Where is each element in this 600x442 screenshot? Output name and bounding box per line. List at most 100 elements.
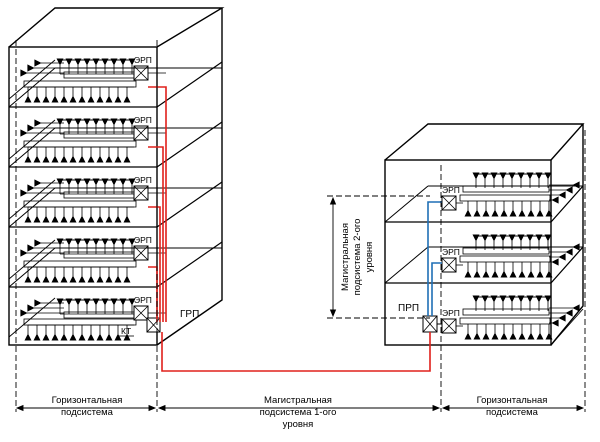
- outlet-triangle-icon: [24, 155, 32, 163]
- outlet-triangle-icon: [558, 314, 566, 322]
- floor-panel-label: ЭРП: [442, 247, 460, 257]
- outlet-triangle-icon: [526, 295, 534, 303]
- outlet-triangle-icon: [119, 118, 127, 126]
- outlet-triangle-icon: [65, 58, 73, 66]
- outlet-triangle-icon: [42, 275, 50, 283]
- outlet-triangle-icon: [27, 64, 35, 72]
- outlet-triangle-icon: [101, 58, 109, 66]
- outlet-triangle-icon: [20, 129, 28, 137]
- outlet-triangle-icon: [572, 304, 580, 312]
- outlet-triangle-icon: [128, 178, 136, 186]
- outlet-triangle-icon: [491, 332, 499, 340]
- floor-divider-inner: [8, 247, 56, 288]
- outlet-triangle-icon: [490, 172, 498, 180]
- outlet-triangle-icon: [34, 179, 42, 187]
- outlet-triangle-icon: [119, 178, 127, 186]
- outlet-triangle-icon: [65, 238, 73, 246]
- outlet-triangle-icon: [123, 215, 131, 223]
- outlet-triangle-icon: [56, 238, 64, 246]
- outlet-triangle-icon: [481, 234, 489, 242]
- outlet-triangle-icon: [42, 155, 50, 163]
- outlet-triangle-icon: [518, 270, 526, 278]
- outlet-triangle-icon: [24, 333, 32, 341]
- outlet-triangle-icon: [92, 178, 100, 186]
- floor-perspective: [8, 297, 56, 338]
- subsystem-guides: [15, 40, 586, 412]
- outlet-triangle-icon: [472, 172, 480, 180]
- outlet-triangle-icon: [110, 118, 118, 126]
- outlet-triangle-icon: [464, 332, 472, 340]
- outlet-triangle-icon: [33, 333, 41, 341]
- outlet-triangle-icon: [558, 191, 566, 199]
- outlet-triangle-icon: [51, 215, 59, 223]
- connector-group: КТ: [118, 317, 161, 337]
- caption-line: Магистральная: [340, 223, 351, 291]
- main-panel-label: ГРП: [180, 309, 199, 320]
- cross-connect-diagonal: [133, 305, 149, 321]
- cable-tray: [63, 71, 135, 79]
- outlet-triangle-icon: [114, 95, 122, 103]
- floor-perspective: [8, 179, 56, 220]
- outlet-triangle-icon: [101, 238, 109, 246]
- backbone-cable-red: [148, 146, 164, 322]
- backbone-cable-red: [148, 206, 161, 322]
- outlet-triangle-icon: [473, 270, 481, 278]
- cable-tray: [63, 191, 135, 199]
- cable-tray: [459, 194, 551, 202]
- outlet-triangle-icon: [527, 332, 535, 340]
- caption-line: Магистральная: [264, 395, 332, 406]
- outlet-triangle-icon: [20, 249, 28, 257]
- outlet-triangle-icon: [558, 253, 566, 261]
- outlet-triangle-icon: [490, 295, 498, 303]
- outlet-triangle-icon: [551, 319, 559, 327]
- cable-tray: [23, 80, 137, 88]
- outlet-triangle-icon: [27, 184, 35, 192]
- outlet-triangle-icon: [42, 215, 50, 223]
- outlet-triangle-icon: [96, 155, 104, 163]
- outlet-triangle-icon: [56, 118, 64, 126]
- outlet-triangle-icon: [87, 333, 95, 341]
- outlet-triangle-icon: [60, 333, 68, 341]
- outlet-triangle-icon: [491, 209, 499, 217]
- outlet-triangle-icon: [123, 275, 131, 283]
- cable-tray: [63, 251, 135, 259]
- outlet-triangle-icon: [545, 270, 553, 278]
- floor-panel-label: ЭРП: [134, 115, 152, 125]
- outlet-triangle-icon: [56, 178, 64, 186]
- outlet-triangle-icon: [536, 332, 544, 340]
- outlet-triangle-icon: [482, 209, 490, 217]
- outlet-triangle-icon: [24, 275, 32, 283]
- outlet-triangle-icon: [92, 58, 100, 66]
- floor-divider-inner: [384, 246, 429, 284]
- floor-divider-side: [156, 121, 223, 168]
- outlet-triangle-icon: [544, 172, 552, 180]
- outlet-triangle-icon: [78, 333, 86, 341]
- outlet-triangle-icon: [500, 209, 508, 217]
- floor-divider-side: [550, 185, 584, 223]
- outlet-triangle-icon: [114, 155, 122, 163]
- cross-connect-diagonal: [146, 317, 161, 333]
- outlet-triangle-icon: [517, 295, 525, 303]
- outlet-triangle-icon: [69, 333, 77, 341]
- left-floor: ЭРП: [8, 121, 223, 223]
- cable-tray: [459, 317, 551, 325]
- outlet-triangle-icon: [105, 95, 113, 103]
- floor-perspective: [8, 119, 56, 160]
- cable-tray: [23, 200, 137, 208]
- outlet-triangle-icon: [473, 332, 481, 340]
- outlet-triangle-icon: [60, 215, 68, 223]
- outlet-triangle-icon: [92, 118, 100, 126]
- outlet-triangle-icon: [500, 332, 508, 340]
- outlet-triangle-icon: [481, 172, 489, 180]
- outlet-triangle-icon: [491, 270, 499, 278]
- caption-line: Горизонтальная: [477, 395, 548, 406]
- outlet-triangle-icon: [114, 333, 122, 341]
- caption-line: подсистема 2-ого: [352, 219, 363, 296]
- caption-line: Горизонтальная: [52, 395, 123, 406]
- outlet-triangle-icon: [565, 248, 573, 256]
- outlet-triangle-icon: [535, 172, 543, 180]
- floor-divider-inner: [384, 185, 429, 223]
- caption-line: уровня: [283, 419, 314, 430]
- right-floor: ЭРП: [441, 172, 584, 223]
- outlet-triangle-icon: [526, 172, 534, 180]
